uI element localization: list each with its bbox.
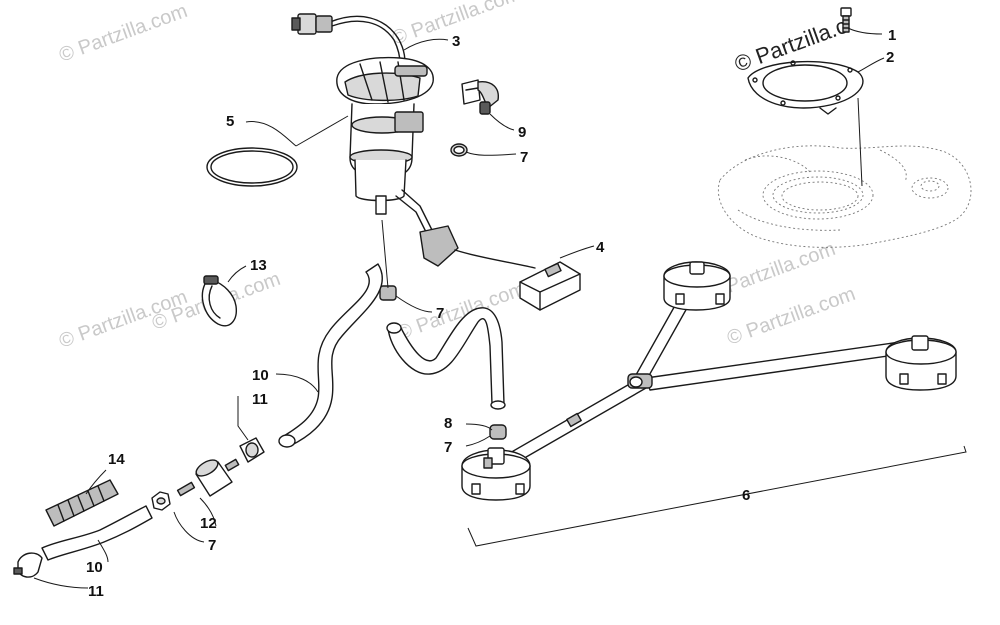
- callout-3: 3: [452, 33, 460, 50]
- part-7-clamp-top: [450, 143, 468, 157]
- callout-7-middle: 7: [436, 305, 444, 322]
- part-7-clamp-bottom: [151, 491, 171, 511]
- leader-lines: [33, 27, 885, 589]
- part-2-gasket: [747, 60, 864, 115]
- part-8-hose: [386, 307, 506, 410]
- callout-9: 9: [518, 124, 526, 141]
- callout-12: 12: [200, 515, 217, 532]
- callout-4: 4: [596, 239, 605, 256]
- part-12-filter: [176, 458, 240, 497]
- part-10-hose-upper: [278, 263, 384, 448]
- callout-5: 5: [226, 113, 234, 130]
- callout-10-lower: 10: [86, 559, 103, 576]
- fuel-tank-ghost: [718, 145, 972, 248]
- part-7-clamp-middle: [379, 285, 397, 301]
- part-11-clamp-lower: [13, 552, 43, 578]
- callout-10-upper: 10: [252, 367, 269, 384]
- part-5-oring: [206, 147, 298, 187]
- callout-1: 1: [888, 27, 896, 44]
- watermark-top-left: © Partzilla.com: [56, 0, 190, 67]
- callout-7-bottom: 7: [208, 537, 216, 554]
- part-1-screw: [840, 7, 852, 33]
- part-7-clamp-right: [489, 424, 507, 440]
- part-13-clip: [201, 275, 237, 327]
- part-14-sleeve: [45, 479, 119, 527]
- callout-7-right: 7: [444, 439, 452, 456]
- callout-11-upper: 11: [252, 391, 268, 408]
- callout-8: 8: [444, 415, 452, 432]
- part-10-hose-lower: [41, 505, 153, 561]
- callout-11-lower: 11: [88, 583, 104, 600]
- part-4-float: [519, 261, 581, 311]
- watermark-mid-right: © Partzilla.com: [724, 283, 858, 350]
- callout-7-top: 7: [520, 149, 528, 166]
- part-3-fuel-pump: [291, 13, 536, 269]
- callout-14: 14: [108, 451, 125, 468]
- callout-2: 2: [886, 49, 894, 66]
- callout-13: 13: [250, 257, 267, 274]
- part-9-elbow: [461, 79, 499, 115]
- callout-numbers: 1 2 3 4 5 6 7 7 7 7 8 9 10 10 11 11 12 1…: [86, 27, 896, 600]
- watermarks: © Partzilla.com © Partzilla.com © Partzi…: [56, 0, 858, 353]
- part-11-clamp-upper: [239, 437, 265, 463]
- callout-6: 6: [742, 487, 750, 504]
- part-6-pickup-assembly: [461, 261, 967, 547]
